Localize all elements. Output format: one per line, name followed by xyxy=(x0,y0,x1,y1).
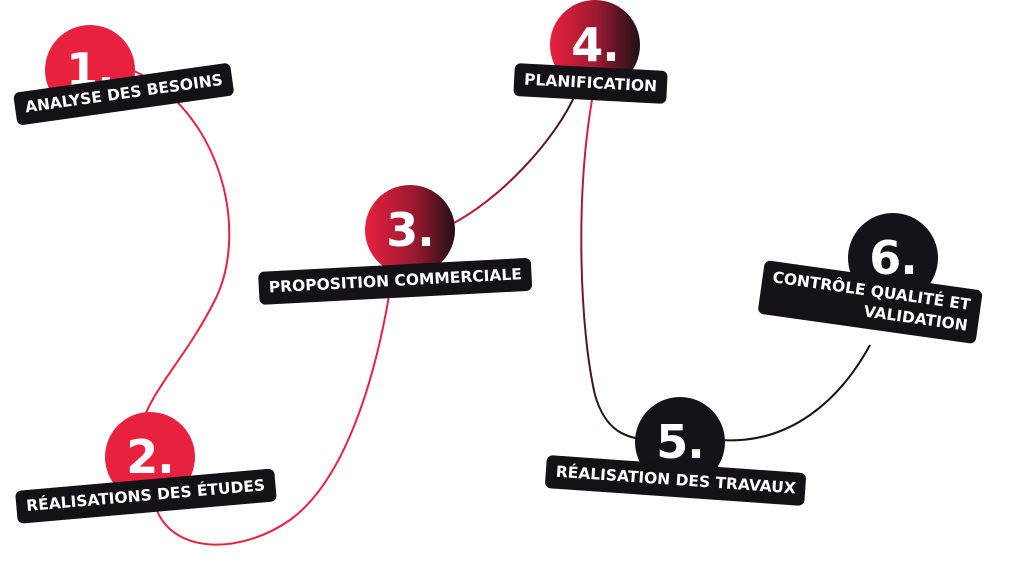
step-4-number: 4. xyxy=(571,18,619,72)
step-3-circle: 3. xyxy=(365,185,455,275)
step-4-label-text: PLANIFICATION xyxy=(523,70,658,96)
connector-3-4 xyxy=(449,94,576,226)
connector-1-2 xyxy=(131,69,231,431)
step-2-number: 2. xyxy=(126,430,174,484)
connector-5-6 xyxy=(719,344,871,442)
step-5-number: 5. xyxy=(656,415,704,469)
connector-2-3 xyxy=(154,289,391,546)
connector-4-5 xyxy=(580,99,656,441)
step-3-number: 3. xyxy=(386,203,434,257)
step-6-number: 6. xyxy=(869,231,917,285)
